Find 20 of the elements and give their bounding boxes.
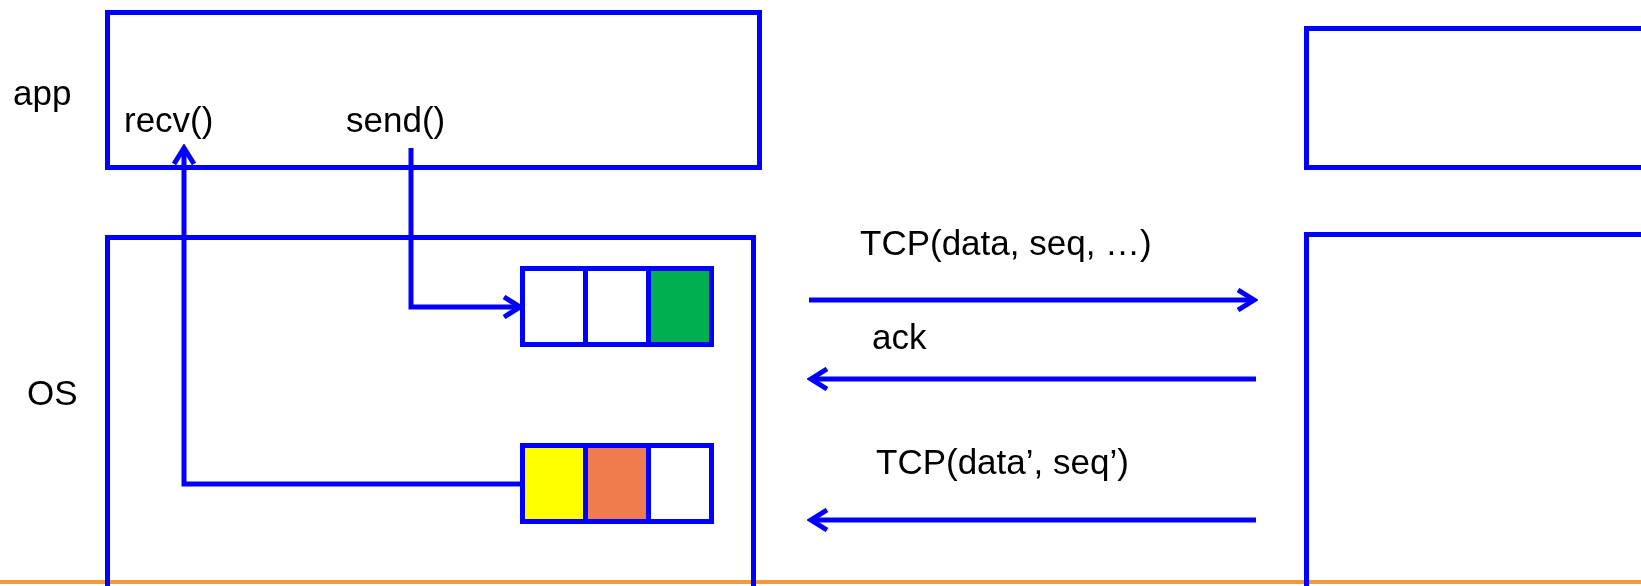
app-box	[105, 10, 762, 170]
buffer-slot	[525, 266, 583, 347]
peer-app-box	[1304, 26, 1641, 170]
buffer-slot	[583, 443, 646, 524]
peer-os-box	[1304, 232, 1641, 586]
buffer-slot	[646, 266, 709, 347]
arrow	[808, 507, 1256, 533]
function-label: send()	[346, 100, 446, 140]
function-label: recv()	[124, 100, 214, 140]
os-box	[105, 235, 756, 586]
layer-label: app	[13, 72, 72, 114]
buffer-slot	[525, 443, 583, 524]
buffer-slot	[646, 443, 709, 524]
receive-buffer	[520, 443, 714, 524]
arrow	[809, 287, 1257, 313]
arrow	[408, 148, 523, 320]
layer-label: OS	[27, 372, 78, 414]
arrow	[808, 366, 1256, 392]
send-buffer	[520, 266, 714, 347]
arrow	[171, 145, 520, 487]
